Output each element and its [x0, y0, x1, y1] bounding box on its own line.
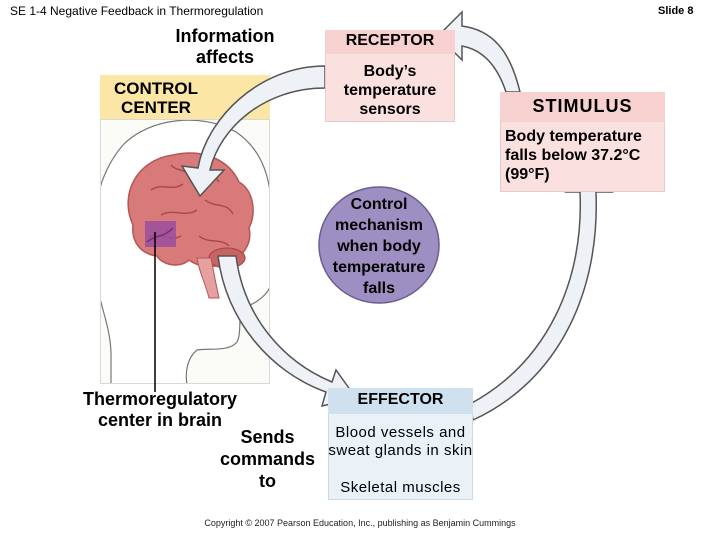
effector-title: EFFECTOR	[357, 391, 444, 408]
slide-number: Slide 8	[658, 5, 694, 17]
receptor-header	[325, 30, 455, 54]
slide-title: SE 1-4 Negative Feedback in Thermoregula…	[10, 4, 264, 18]
arrow-receptor-to-control	[180, 65, 326, 198]
head-brain-illustration	[101, 120, 269, 383]
copyright-notice: Copyright © 2007 Pearson Education, Inc.…	[204, 518, 516, 528]
control-mechanism-ellipse	[318, 186, 440, 304]
receptor-title: RECEPTOR	[345, 32, 435, 49]
control-center-label: CONTROL CENTER	[113, 79, 199, 117]
effector-header	[328, 388, 473, 414]
thermoregulatory-center-label: Thermoregulatory center in brain	[82, 389, 238, 430]
effector-text-muscles: Skeletal muscles	[340, 479, 461, 496]
information-affects-label: Information affects	[175, 26, 275, 67]
effector-text: Blood vessels and sweat glands in skin	[328, 424, 473, 459]
arrow-effector-to-stimulus	[469, 164, 614, 422]
stimulus-text: Body temperature falls below 37.2°C (99°…	[505, 128, 642, 183]
receptor-text: Body’s temperature sensors	[343, 63, 437, 118]
stimulus-title: STIMULUS	[532, 96, 633, 116]
head-panel	[100, 119, 270, 384]
thermoregulatory-center-highlight	[145, 221, 176, 247]
control-mechanism-text: Control mechanism when body temperature …	[332, 196, 426, 297]
arrow-stimulus-to-receptor	[436, 10, 521, 93]
sends-commands-label: Sends commands to	[219, 427, 316, 491]
stimulus-header	[500, 92, 665, 122]
